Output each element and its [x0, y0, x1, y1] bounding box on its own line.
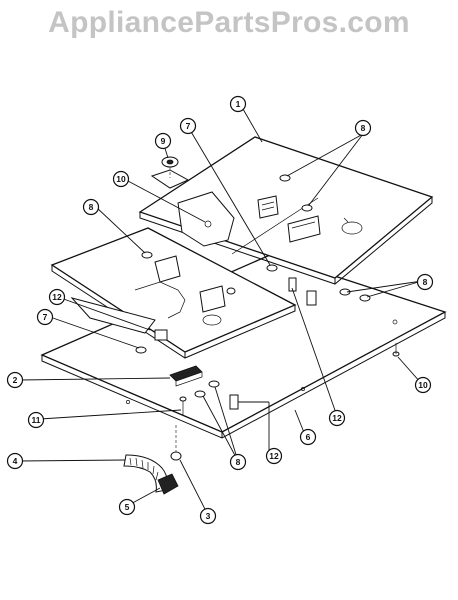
- svg-text:12: 12: [52, 292, 62, 302]
- svg-text:8: 8: [236, 457, 241, 467]
- leader-lines: [19, 108, 423, 516]
- svg-text:6: 6: [306, 432, 311, 442]
- svg-text:2: 2: [13, 375, 18, 385]
- callout-3: 3: [199, 507, 217, 525]
- svg-text:11: 11: [32, 415, 41, 425]
- svg-text:3: 3: [206, 511, 211, 521]
- svg-text:8: 8: [361, 123, 366, 133]
- terminal-block: [169, 365, 203, 387]
- callout-11: 11: [27, 411, 45, 429]
- callout-12-mid: 12: [328, 409, 346, 427]
- bracket-plate: [177, 191, 235, 247]
- svg-text:7: 7: [186, 121, 191, 131]
- callout-12-lower: 12: [265, 447, 283, 465]
- svg-text:1: 1: [236, 99, 241, 109]
- callout-8-left: 8: [82, 198, 100, 216]
- svg-text:5: 5: [125, 502, 130, 512]
- grommet-9: [150, 156, 190, 189]
- callout-6: 6: [299, 428, 317, 446]
- svg-text:4: 4: [13, 456, 18, 466]
- watermark-logo: AppliancePartsPros.com: [48, 6, 410, 39]
- middle-left-panel: [50, 227, 297, 359]
- svg-text:8: 8: [89, 202, 94, 212]
- callout-5: 5: [118, 498, 136, 516]
- callout-4: 4: [6, 452, 24, 470]
- svg-text:7: 7: [43, 312, 48, 322]
- top-panel-right: [138, 136, 434, 285]
- callout-8-right: 8: [416, 273, 434, 291]
- screws: [135, 174, 400, 398]
- callout-7-left: 7: [36, 308, 54, 326]
- callout-10-upper: 10: [112, 170, 130, 188]
- callout-12-left: 12: [48, 288, 66, 306]
- svg-text:12: 12: [269, 451, 279, 461]
- svg-text:12: 12: [332, 413, 342, 423]
- callout-7-top: 7: [179, 117, 197, 135]
- callout-2: 2: [6, 371, 24, 389]
- callout-8-bottom: 8: [229, 453, 247, 471]
- svg-text:10: 10: [418, 380, 428, 390]
- power-cord-assembly: [123, 425, 182, 495]
- svg-text:10: 10: [116, 174, 126, 184]
- svg-text:8: 8: [423, 277, 428, 287]
- svg-text:9: 9: [161, 136, 166, 146]
- callout-10-lower: 10: [414, 376, 432, 394]
- callout-8-top-right: 8: [354, 119, 372, 137]
- callout-9: 9: [154, 132, 172, 150]
- screw-11: [179, 396, 187, 416]
- callout-1: 1: [229, 95, 247, 113]
